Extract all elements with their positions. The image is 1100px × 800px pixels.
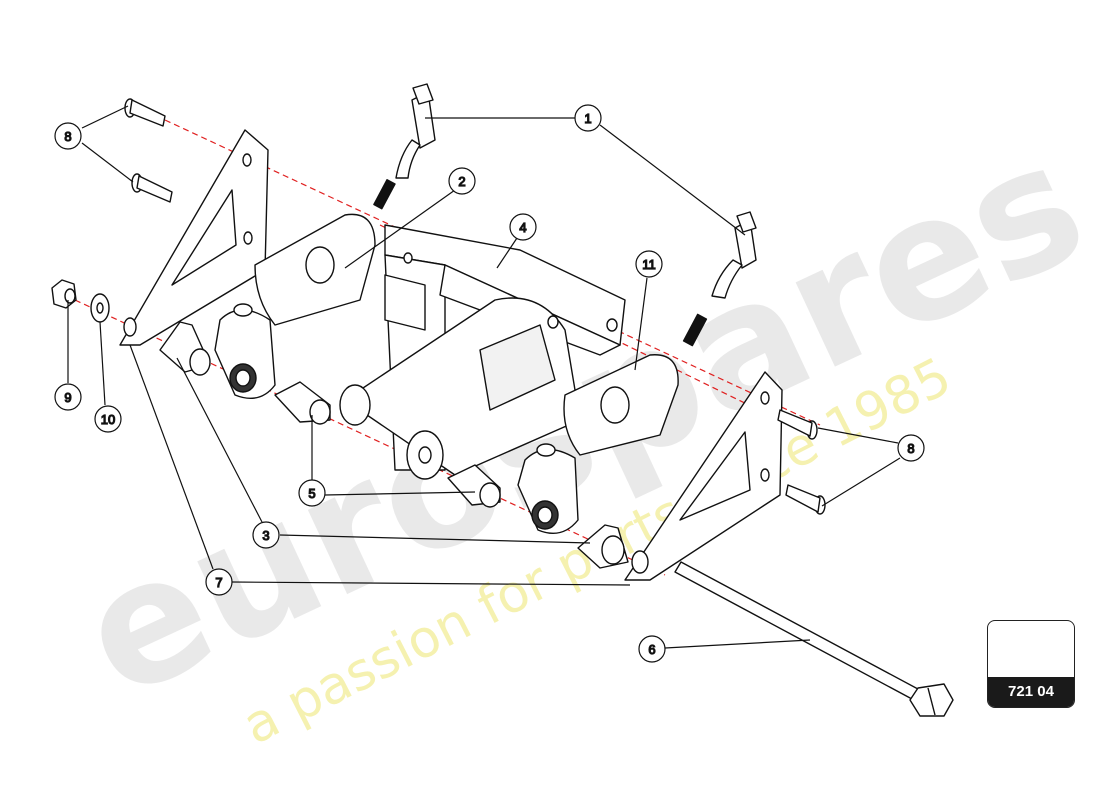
callout-2: 2 xyxy=(448,167,476,195)
washer xyxy=(90,293,110,323)
callout-4: 4 xyxy=(509,213,537,241)
svg-text:5: 5 xyxy=(308,486,315,501)
svg-text:2: 2 xyxy=(458,174,465,189)
reference-code-box: 721 04 xyxy=(987,620,1075,708)
callout-7: 7 xyxy=(205,568,233,596)
pin-top-left xyxy=(124,98,166,127)
long-bolt xyxy=(674,561,954,717)
central-bracket xyxy=(339,224,626,480)
svg-text:10: 10 xyxy=(101,412,115,427)
svg-text:3: 3 xyxy=(262,528,269,543)
left-plate xyxy=(119,129,269,346)
spacer-right xyxy=(447,464,501,508)
svg-text:7: 7 xyxy=(215,575,222,590)
callout-10: 10 xyxy=(94,405,122,433)
right-cylinder xyxy=(517,313,708,534)
callout-8-left: 8 xyxy=(54,122,82,150)
callout-bubbles: 1 2 3 4 5 6 7 8 xyxy=(54,104,925,663)
reference-code-label: 721 04 xyxy=(988,677,1074,707)
callout-5: 5 xyxy=(298,479,326,507)
svg-text:8: 8 xyxy=(64,129,71,144)
svg-text:1: 1 xyxy=(584,111,591,126)
svg-text:4: 4 xyxy=(519,220,526,235)
bushing-right xyxy=(577,524,629,569)
svg-text:9: 9 xyxy=(64,390,71,405)
callout-9: 9 xyxy=(54,383,82,411)
svg-text:11: 11 xyxy=(642,257,656,272)
leader-lines xyxy=(67,105,901,649)
pin-mid-left xyxy=(131,173,173,203)
spacer-left xyxy=(274,381,331,425)
bushing-left xyxy=(159,321,211,376)
left-cylinder xyxy=(214,179,396,399)
callout-1: 1 xyxy=(574,104,602,132)
callout-3: 3 xyxy=(252,521,280,549)
right-plate xyxy=(624,371,783,581)
hose-fitting-left xyxy=(395,83,436,179)
nut xyxy=(51,279,77,309)
svg-text:6: 6 xyxy=(648,642,655,657)
pin-top-right xyxy=(777,409,818,440)
callout-8-right: 8 xyxy=(897,434,925,462)
callout-11: 11 xyxy=(635,250,663,278)
callout-6: 6 xyxy=(638,635,666,663)
pin-bottom-right xyxy=(785,484,826,515)
svg-text:8: 8 xyxy=(907,441,914,456)
